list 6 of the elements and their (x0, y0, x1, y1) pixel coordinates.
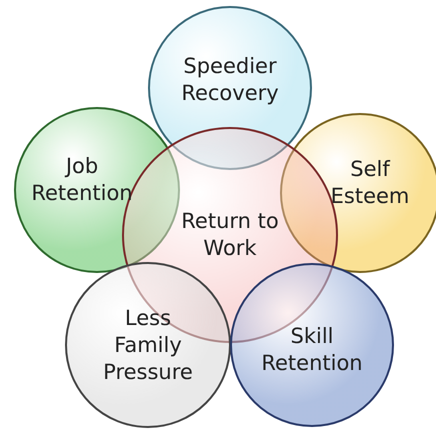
circle-label: Less Family Pressure (102, 304, 194, 386)
circle-label: Return to Work (180, 208, 280, 262)
circle-label: Job Retention (30, 153, 134, 207)
circle-label: Skill Retention (260, 323, 364, 377)
circle-label: Self Esteem (330, 156, 410, 210)
circle-label: Speedier Recovery (180, 53, 280, 107)
